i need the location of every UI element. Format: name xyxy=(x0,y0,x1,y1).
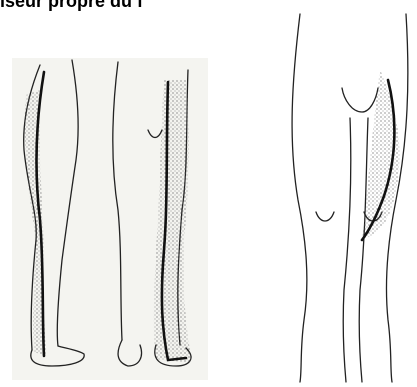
anterior-legs-figure xyxy=(292,14,408,382)
